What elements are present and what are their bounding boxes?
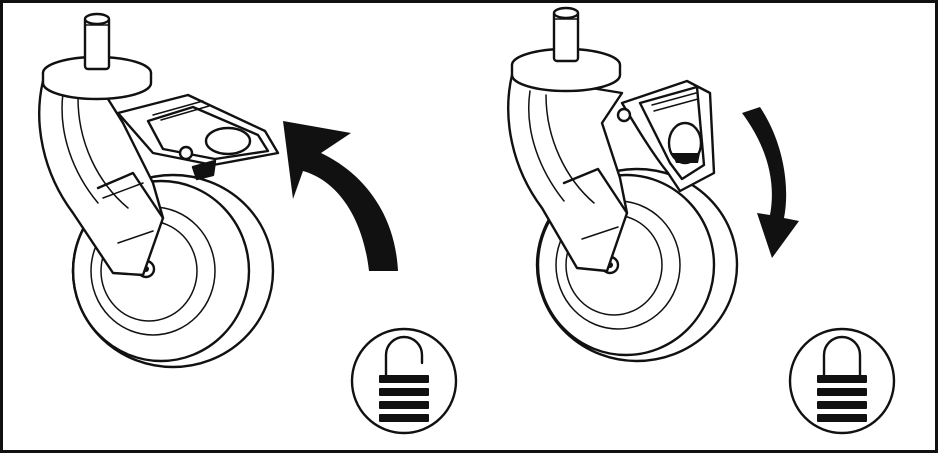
caster-unlocked-illustration xyxy=(3,3,472,456)
caster-fork xyxy=(508,75,627,271)
padlock-open-icon xyxy=(352,329,456,433)
padlock-closed-icon xyxy=(790,329,894,433)
caster-locked-illustration xyxy=(472,3,938,456)
arrow-down-icon xyxy=(742,107,799,258)
caster-mount xyxy=(43,14,151,99)
panel-locked xyxy=(472,3,938,456)
arrow-up-icon xyxy=(283,121,398,271)
caster-mount xyxy=(512,8,620,91)
panel-unlocked xyxy=(3,3,472,456)
